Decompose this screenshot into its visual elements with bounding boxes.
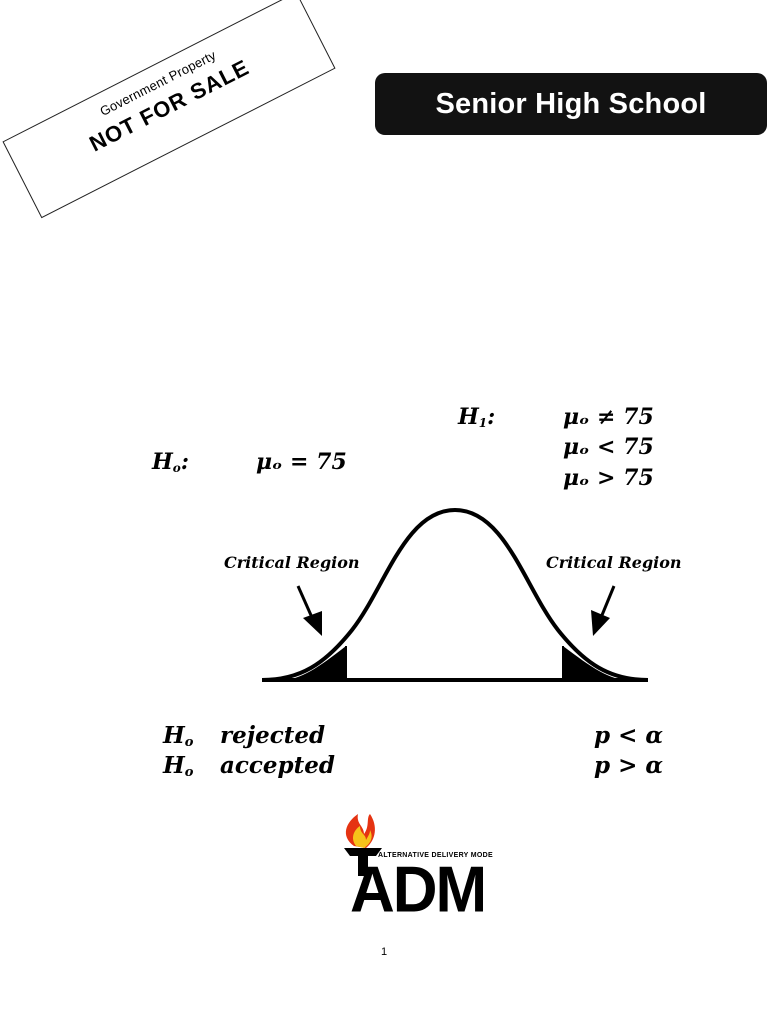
right-arrow bbox=[591, 585, 616, 636]
header-title: Senior High School bbox=[435, 87, 707, 120]
decision-row-1-label: Ho bbox=[163, 722, 194, 750]
right-critical-region-label: Critical Region bbox=[546, 553, 682, 572]
torch-handle-icon bbox=[358, 856, 368, 876]
logo-caption: ALTERNATIVE DELIVERY MODE bbox=[378, 852, 493, 859]
header-banner: Senior High School bbox=[375, 73, 767, 135]
null-hypothesis-label: Ho: bbox=[152, 449, 189, 475]
adm-logo bbox=[344, 814, 382, 876]
page-number: 1 bbox=[380, 946, 388, 958]
alt-hypothesis-statement-2: μₒ < 75 bbox=[563, 434, 654, 460]
decision-row-1-outcome: rejected bbox=[220, 722, 326, 749]
torch-cup-icon bbox=[344, 848, 382, 856]
decision-row-2-condition: p > α bbox=[594, 752, 664, 779]
torch-flame-inner-icon bbox=[353, 826, 372, 848]
decision-row-2-outcome: accepted bbox=[220, 752, 335, 779]
decision-row-1-condition: p < α bbox=[594, 722, 664, 749]
decision-row-2-label: Ho bbox=[163, 752, 194, 780]
right-critical-region bbox=[563, 646, 628, 680]
left-critical-region-label: Critical Region bbox=[224, 553, 360, 572]
logo-wordmark: ADM bbox=[350, 853, 487, 927]
null-hypothesis-statement: μₒ = 75 bbox=[256, 449, 347, 475]
alt-hypothesis-label: H1: bbox=[458, 404, 496, 430]
alt-hypothesis-statement-3: μₒ > 75 bbox=[563, 465, 654, 491]
left-critical-region bbox=[282, 646, 346, 680]
alt-hypothesis-statement-1: μₒ ≠ 75 bbox=[563, 404, 654, 430]
left-arrow bbox=[296, 585, 322, 636]
bell-curve bbox=[261, 507, 649, 682]
